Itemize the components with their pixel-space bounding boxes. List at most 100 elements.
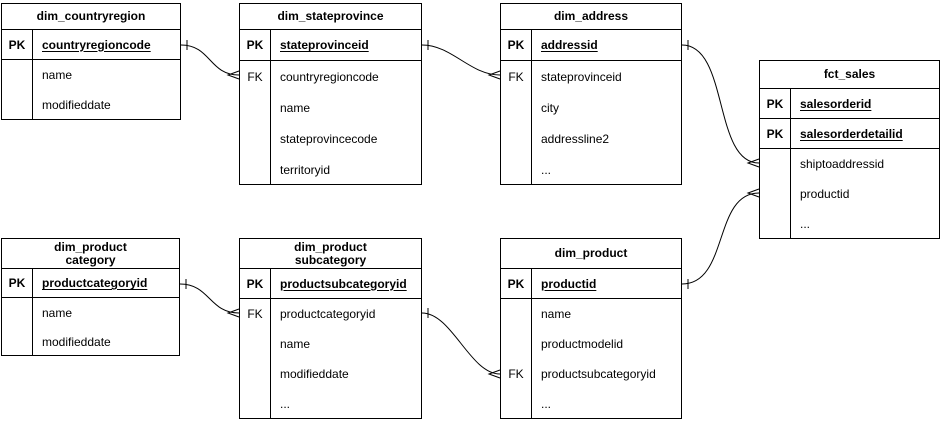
column-name: productsubcategoryid bbox=[280, 276, 407, 291]
table-title: dim_product subcategory bbox=[240, 239, 421, 269]
column-name: productsubcategoryid bbox=[541, 367, 656, 381]
column-name: shiptoaddressid bbox=[800, 157, 885, 171]
column-name: addressline2 bbox=[541, 131, 610, 146]
relationship-dim_productcategory-to-dim_productsubcategory[interactable] bbox=[179, 279, 240, 318]
key-label-empty bbox=[2, 90, 33, 120]
key-label-empty bbox=[501, 389, 532, 419]
key-label-empty bbox=[501, 154, 532, 185]
table-row-salesorderdetailid: PK salesorderdetailid bbox=[760, 119, 939, 149]
key-label-empty bbox=[2, 327, 33, 356]
key-label-pk: PK bbox=[240, 269, 271, 298]
column-name: modifieddate bbox=[280, 367, 349, 381]
relationship-dim_countryregion-to-dim_stateprovince[interactable] bbox=[180, 40, 240, 80]
table-row-name: name bbox=[240, 92, 421, 123]
column-name: modifieddate bbox=[42, 334, 111, 349]
key-label-empty bbox=[240, 92, 271, 123]
column-name: ... bbox=[541, 397, 552, 411]
column-name: salesorderdetailid bbox=[800, 126, 903, 141]
column-name: stateprovincecode bbox=[280, 131, 378, 146]
column-name: countryregioncode bbox=[280, 69, 379, 84]
table-row-productcategoryid: FK productcategoryid bbox=[240, 299, 421, 329]
column-name: addressid bbox=[541, 38, 598, 52]
column-name: stateprovinceid bbox=[541, 69, 622, 84]
key-label-empty bbox=[501, 329, 532, 359]
key-label-fk: FK bbox=[240, 61, 271, 92]
table-title: dim_address bbox=[501, 4, 681, 30]
relationship-line bbox=[179, 283, 240, 314]
column-name: productcategoryid bbox=[42, 276, 148, 290]
key-label-empty bbox=[760, 209, 791, 239]
key-label-empty bbox=[240, 389, 271, 419]
cardinality-many-crowfoot bbox=[226, 308, 240, 318]
relationship-line bbox=[421, 312, 501, 375]
table-title: dim_product bbox=[501, 239, 681, 269]
table-row-etcetcetc: ... bbox=[760, 209, 939, 239]
table-row-productsubcategoryid: PK productsubcategoryid bbox=[240, 269, 421, 299]
table-row-stateprovincecode: stateprovincecode bbox=[240, 123, 421, 154]
key-label-pk: PK bbox=[501, 269, 532, 298]
table-row-countryregioncode: FK countryregioncode bbox=[240, 61, 421, 92]
column-name: salesorderid bbox=[800, 96, 872, 111]
column-name: territoryid bbox=[280, 162, 331, 177]
relationship-dim_productsubcategory-to-dim_product[interactable] bbox=[421, 308, 501, 379]
column-name: productid bbox=[541, 276, 597, 291]
column-name: name bbox=[280, 337, 311, 351]
table-row-etcetcetc: ... bbox=[501, 154, 681, 185]
column-name: modifieddate bbox=[42, 98, 111, 112]
table-title: dim_countryregion bbox=[2, 4, 180, 30]
table-row-name: name bbox=[2, 60, 180, 90]
relationship-line bbox=[180, 44, 240, 76]
column-name: productcategoryid bbox=[280, 307, 376, 321]
table-row-name: name bbox=[501, 299, 681, 329]
key-label-fk: FK bbox=[501, 359, 532, 389]
column-name: name bbox=[42, 305, 73, 320]
table-row-territoryid: territoryid bbox=[240, 154, 421, 185]
cardinality-many-crowfoot bbox=[487, 369, 501, 379]
key-label-empty bbox=[760, 149, 791, 179]
relationship-dim_product-to-fct_sales[interactable] bbox=[681, 188, 760, 289]
column-name: productid bbox=[800, 187, 850, 201]
table-row-modifieddate: modifieddate bbox=[2, 327, 179, 356]
table-row-etcetcetc: ... bbox=[501, 389, 681, 419]
column-name: ... bbox=[280, 397, 291, 411]
relationship-line bbox=[681, 44, 760, 164]
table-title: fct_sales bbox=[760, 61, 939, 89]
relationship-dim_stateprovince-to-dim_address[interactable] bbox=[421, 40, 501, 80]
key-label-empty bbox=[240, 123, 271, 154]
column-name: productmodelid bbox=[541, 337, 624, 351]
cardinality-many-crowfoot bbox=[746, 188, 760, 198]
column-name: name bbox=[42, 68, 73, 82]
table-row-modifieddate: modifieddate bbox=[2, 90, 180, 120]
key-label-pk: PK bbox=[240, 30, 271, 60]
column-name: ... bbox=[541, 162, 552, 177]
key-label-empty bbox=[501, 299, 532, 329]
column-name: city bbox=[541, 100, 559, 115]
relationship-line bbox=[421, 44, 501, 76]
key-label-empty bbox=[501, 123, 532, 154]
table-row-productid: productid bbox=[760, 179, 939, 209]
column-name: name bbox=[541, 307, 572, 321]
key-label-empty bbox=[760, 179, 791, 209]
table-row-name: name bbox=[2, 298, 179, 327]
table-title: dim_stateprovince bbox=[240, 4, 421, 30]
table-title: dim_product category bbox=[2, 239, 179, 269]
cardinality-many-crowfoot bbox=[226, 70, 240, 80]
key-label-pk: PK bbox=[760, 119, 791, 148]
table-row-productmodelid: productmodelid bbox=[501, 329, 681, 359]
key-label-fk: FK bbox=[240, 299, 271, 329]
table-row-shiptoaddressid: shiptoaddressid bbox=[760, 149, 939, 179]
table-row-stateprovinceid: FK stateprovinceid bbox=[501, 61, 681, 92]
key-label-fk: FK bbox=[501, 61, 532, 92]
key-label-empty bbox=[240, 154, 271, 185]
relationship-dim_address-to-fct_sales[interactable] bbox=[681, 40, 760, 168]
